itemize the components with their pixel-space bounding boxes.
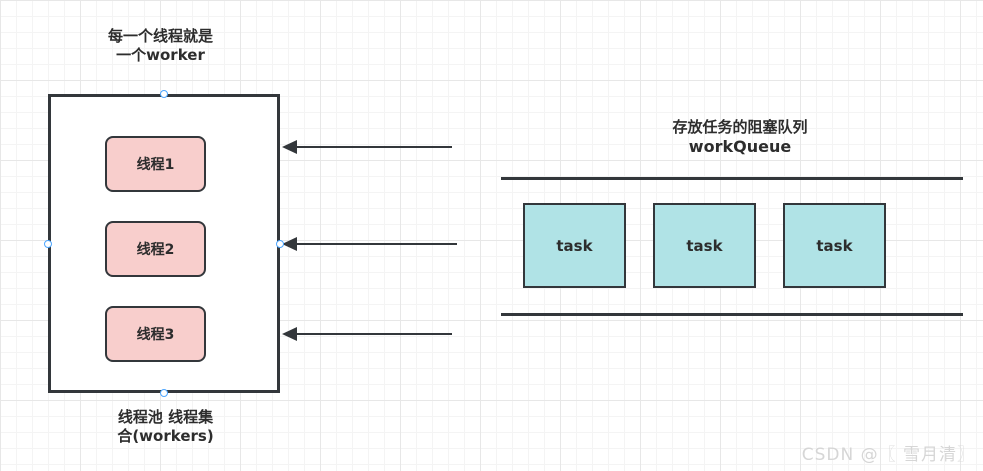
arrow-shaft [291,332,452,336]
queue-to-pool-arrow-1[interactable] [282,137,452,157]
connection-point-bottom[interactable] [160,389,168,397]
worker-note-line2: 一个worker [116,46,205,64]
pool-note-line1: 线程池 线程集 [117,408,214,426]
task-node-1[interactable]: task [523,203,626,288]
queue-to-pool-arrow-3[interactable] [282,324,452,344]
connection-point-right[interactable] [276,240,284,248]
pool-note-line2: 合(workers) [117,427,214,445]
connection-point-top[interactable] [160,90,168,98]
task-node-3-label: task [816,236,853,255]
queue-note-line1: 存放任务的阻塞队列 [672,118,808,136]
task-node-2[interactable]: task [653,203,756,288]
thread-node-3[interactable]: 线程3 [105,306,206,362]
thread-node-1[interactable]: 线程1 [105,136,206,192]
thread-node-2[interactable]: 线程2 [105,221,206,277]
arrow-shaft [291,242,457,246]
arrow-left-head-icon [282,140,297,154]
queue-to-pool-arrow-2[interactable] [282,234,457,254]
thread-node-3-label: 线程3 [136,327,175,343]
pool-note-label[interactable]: 线程池 线程集 合(workers) [83,408,248,446]
queue-note-label[interactable]: 存放任务的阻塞队列 workQueue [640,118,840,156]
arrow-left-head-icon [282,327,297,341]
thread-node-1-label: 线程1 [136,157,175,173]
thread-node-2-label: 线程2 [136,242,175,258]
queue-top-rail[interactable] [501,177,963,180]
queue-note-line2: workQueue [688,137,792,156]
task-node-3[interactable]: task [783,203,886,288]
arrow-shaft [291,145,452,149]
csdn-watermark: CSDN @〖 雪月清〗 [801,445,975,465]
queue-bottom-rail[interactable] [501,313,963,316]
task-node-1-label: task [556,236,593,255]
connection-point-left[interactable] [44,240,52,248]
task-node-2-label: task [686,236,723,255]
arrow-left-head-icon [282,237,297,251]
worker-note-line1: 每一个线程就是 [107,27,213,45]
worker-note-label[interactable]: 每一个线程就是 一个worker [78,27,243,65]
